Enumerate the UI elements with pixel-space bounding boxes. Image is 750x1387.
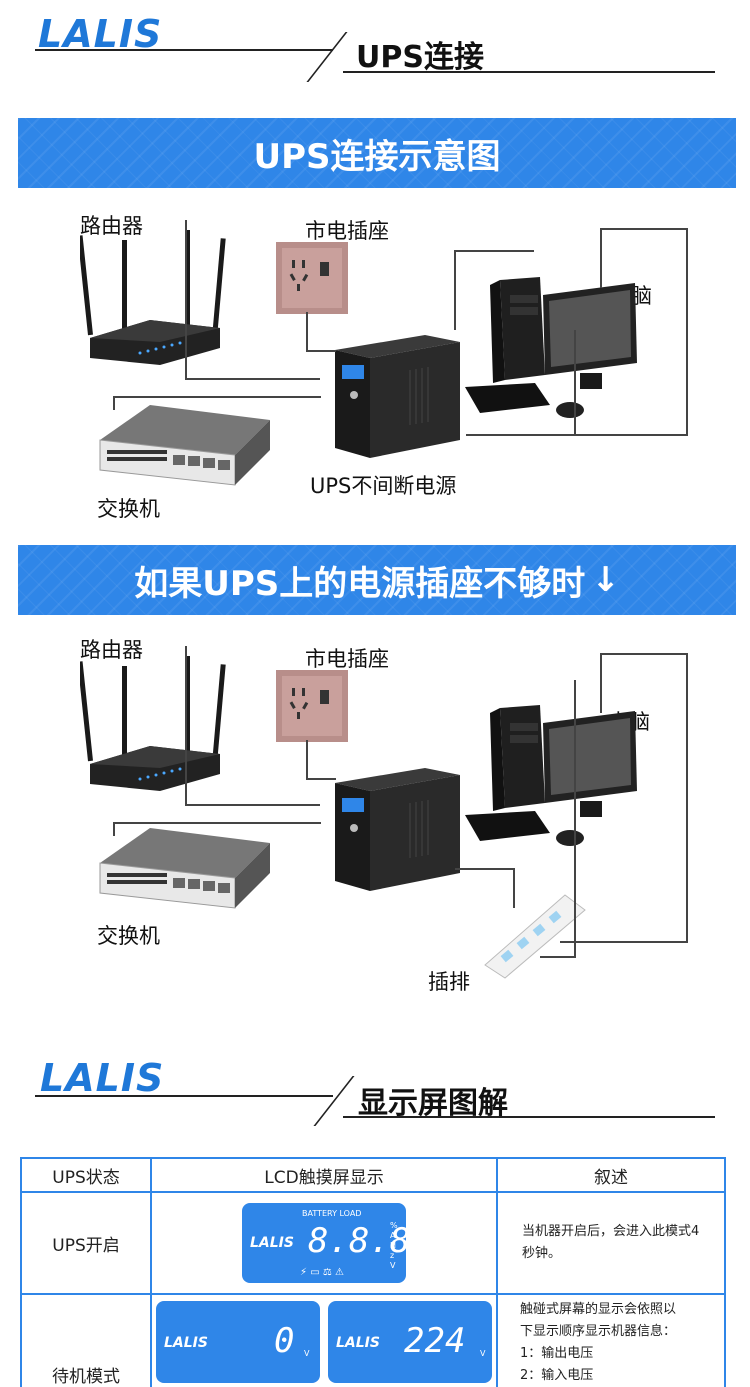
brand-logo: LALIS — [38, 12, 163, 56]
label-outlet: 市电插座 — [305, 219, 389, 243]
banner-pattern — [18, 545, 736, 615]
desc-line: 触碰式屏幕的显示会依照以 — [520, 1302, 677, 1317]
desktop-computer-icon — [465, 277, 637, 418]
wire-router-ups-h — [185, 804, 320, 806]
wire-ups-computer-h — [454, 250, 534, 252]
banner-title: 如果UPS上的电源插座不够时 ↓ — [18, 545, 736, 615]
lcd-screen-output-voltage: LALIS 0 V — [156, 1301, 320, 1383]
wire-outlet-ups — [306, 740, 308, 780]
lcd-digits: 0 — [274, 1321, 295, 1361]
wire-computer-right — [600, 228, 686, 230]
banner-insufficient-outlets: 如果UPS上的电源插座不够时 ↓ — [18, 545, 736, 615]
table-row: UPS开启 BATTERY LOAD LALIS 8.8.8 % A Hz V … — [22, 1193, 724, 1295]
banner-title: UPS连接示意图 — [253, 136, 501, 177]
lcd-logo: LALIS — [164, 1335, 208, 1351]
lcd-unit: V — [480, 1349, 486, 1358]
label-router: 路由器 — [80, 638, 143, 662]
section-title: UPS连接 — [356, 40, 484, 75]
wire-computer-right — [600, 653, 686, 655]
router-icon — [80, 230, 226, 365]
banner-connection-diagram: UPS连接示意图 — [18, 118, 736, 188]
wire-switch-ups-h — [113, 396, 321, 398]
label-switch: 交换机 — [97, 497, 160, 521]
label-ups: UPS不间断电源 — [310, 474, 457, 498]
label-power-strip: 插排 — [428, 970, 470, 994]
battery-load-label: BATTERY LOAD — [302, 1209, 362, 1218]
cell-state: 待机模式 — [22, 1295, 152, 1387]
lcd-units: % A Hz V — [390, 1221, 398, 1270]
lcd-unit: V — [304, 1349, 310, 1358]
label-switch: 交换机 — [97, 924, 160, 948]
lcd-digits: 8.8.8 — [308, 1221, 406, 1261]
wire-outlet-ups-h — [306, 778, 336, 780]
wire-computer-strip-b — [540, 956, 576, 958]
wire-switch-ups — [113, 396, 115, 410]
table-row: 待机模式 LALIS 0 V LALIS 224 V 触碰式屏幕的显示会依照以 … — [22, 1295, 724, 1387]
cell-state: UPS开启 — [22, 1193, 152, 1293]
wire-outlet-ups-h — [306, 350, 336, 352]
header-divider-slash — [306, 32, 348, 82]
desc-line: 2：输入电压 — [520, 1368, 594, 1383]
wire-outlet-ups — [306, 312, 308, 352]
ups-device-icon — [335, 335, 460, 458]
section-header-display-guide: LALIS 显示屏图解 — [0, 1050, 750, 1130]
lcd-logo: LALIS — [250, 1235, 294, 1251]
cell-desc: 触碰式屏幕的显示会依照以 下显示顺序显示机器信息： 1：输出电压 2：输入电压 — [498, 1295, 724, 1387]
banner-pattern — [18, 118, 736, 188]
wire-computer-bottom — [466, 434, 688, 436]
cell-lcd: BATTERY LOAD LALIS 8.8.8 % A Hz V ⚡ ▭ ⚖ … — [152, 1193, 498, 1293]
router-icon — [80, 656, 226, 791]
wall-outlet-icon — [276, 670, 348, 742]
section-header-ups-connection: LALIS UPS连接 — [0, 0, 750, 82]
wire-computer-top — [600, 228, 602, 288]
header-cell-lcd: LCD触摸屏显示 — [152, 1159, 498, 1191]
lcd-status-icons: ⚡ ▭ ⚖ ⚠ — [300, 1267, 344, 1278]
wire-computer-top — [600, 653, 602, 713]
wire-computer-right-v — [686, 228, 688, 436]
lcd-display-table: UPS状态 LCD触摸屏显示 叙述 UPS开启 BATTERY LOAD LAL… — [20, 1157, 726, 1387]
network-switch-icon — [99, 405, 270, 486]
wire-ups-strip — [455, 868, 515, 870]
wall-outlet-icon — [276, 242, 348, 314]
header-divider-right — [343, 1116, 715, 1118]
table-header-row: UPS状态 LCD触摸屏显示 叙述 — [22, 1159, 724, 1193]
brand-logo: LALIS — [40, 1056, 165, 1100]
lcd-logo: LALIS — [336, 1335, 380, 1351]
cell-lcd: LALIS 0 V LALIS 224 V — [152, 1295, 498, 1387]
connection-diagram-2: 路由器 市电插座 电脑 交换机 插排 — [0, 628, 750, 1008]
connection-diagram-1: 路由器 市电插座 电脑 交换机 UPS不间断电源 — [0, 200, 750, 530]
label-router: 路由器 — [80, 214, 143, 238]
desc-line: 下显示顺序显示机器信息： — [520, 1324, 677, 1339]
section-title: 显示屏图解 — [358, 1086, 508, 1121]
cell-desc: 当机器开启后，会进入此模式4秒钟。 — [522, 1224, 700, 1261]
desc-line: 1：输出电压 — [520, 1346, 594, 1361]
wire-computer-strip — [560, 941, 688, 943]
lcd-digits: 224 — [404, 1321, 466, 1361]
wire-router-ups — [185, 220, 187, 380]
label-outlet: 市电插座 — [305, 647, 389, 671]
wire-switch-ups — [113, 822, 115, 836]
power-strip-icon — [484, 894, 586, 979]
header-cell-state: UPS状态 — [22, 1159, 152, 1191]
wire-ups-strip-v — [513, 868, 515, 908]
wire-switch-ups-h — [113, 822, 321, 824]
wire-router-ups-h — [185, 378, 320, 380]
header-divider-right — [343, 71, 715, 73]
ups-device-icon — [335, 768, 460, 891]
down-arrow-icon: ↓ — [591, 560, 620, 600]
wire-computer-side — [574, 330, 576, 434]
header-divider-left — [35, 49, 333, 51]
lcd-screen-input-voltage: LALIS 224 V — [328, 1301, 492, 1383]
wire-ups-computer — [454, 250, 456, 330]
network-switch-icon — [99, 828, 270, 909]
header-divider-slash — [313, 1076, 355, 1126]
header-divider-left — [35, 1095, 333, 1097]
lcd-screen-startup: BATTERY LOAD LALIS 8.8.8 % A Hz V ⚡ ▭ ⚖ … — [242, 1203, 406, 1283]
wire-computer-right-v — [686, 653, 688, 943]
header-cell-desc: 叙述 — [594, 1167, 628, 1188]
desktop-computer-icon — [465, 705, 637, 846]
wire-computer-side — [574, 680, 576, 958]
wire-router-ups — [185, 646, 187, 806]
banner-title-text: 如果UPS上的电源插座不够时 — [134, 563, 586, 604]
